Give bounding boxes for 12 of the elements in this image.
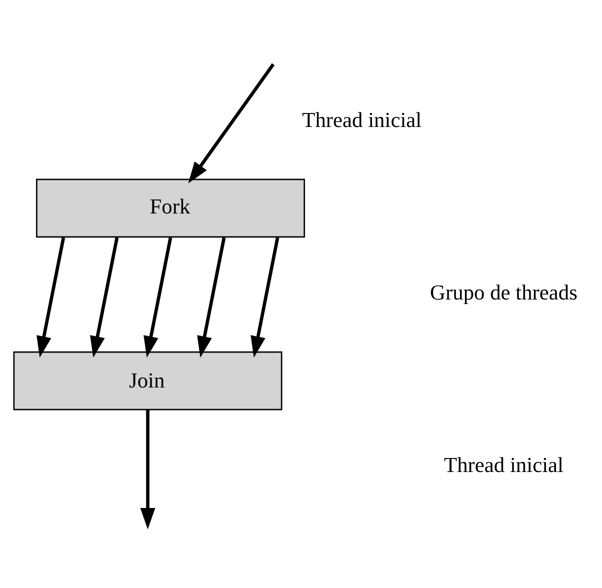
arrow bbox=[90, 236, 119, 358]
arrow bbox=[144, 236, 172, 358]
arrow bbox=[250, 236, 280, 358]
label: Grupo de threads bbox=[430, 280, 578, 304]
arrow bbox=[36, 236, 66, 358]
arrow bbox=[197, 236, 226, 358]
arrow bbox=[140, 409, 156, 529]
label: Thread inicial bbox=[444, 452, 564, 477]
node-box: Join bbox=[13, 350, 282, 410]
label: Thread inicial bbox=[302, 107, 422, 132]
arrow bbox=[188, 62, 275, 183]
node-box: Fork bbox=[36, 178, 306, 238]
